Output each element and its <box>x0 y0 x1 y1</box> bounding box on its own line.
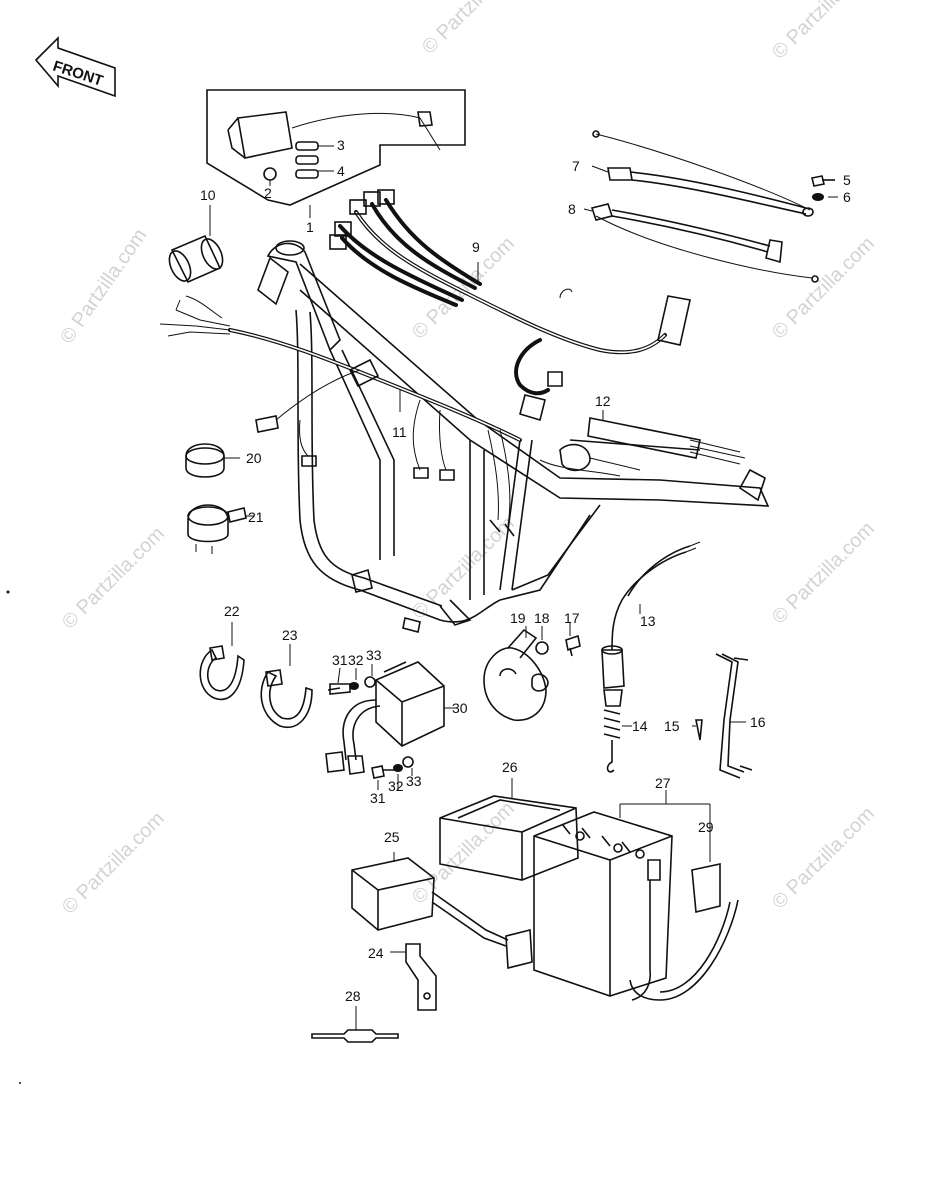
watermark: © Partzilla.com <box>58 523 169 634</box>
bolt-and-washer <box>811 175 838 201</box>
part-label-12: 12 <box>595 393 611 409</box>
part-label-24: 24 <box>368 945 384 961</box>
relay-and-switch <box>185 443 254 554</box>
horn <box>483 622 581 721</box>
part-label-14: 14 <box>632 718 648 734</box>
part-label-1: 1 <box>306 219 314 235</box>
part-label-26: 26 <box>502 759 518 775</box>
part-label-23: 23 <box>282 627 298 643</box>
cap-part <box>168 205 224 284</box>
resistor-block <box>351 852 533 970</box>
part-label-10: 10 <box>200 187 216 203</box>
part-label-20: 20 <box>246 450 262 466</box>
watermark: © Partzilla.com <box>418 0 529 59</box>
watermark: © Partzilla.com <box>56 225 151 348</box>
part-label-27: 27 <box>655 775 671 791</box>
watermark: © Partzilla.com <box>768 518 879 629</box>
clamp-bands <box>199 622 313 729</box>
part-label-16: 16 <box>750 714 766 730</box>
part-label-21: 21 <box>248 509 264 525</box>
mounting-bracket <box>390 943 437 1011</box>
part-label-4: 4 <box>337 163 345 179</box>
part-label-7: 7 <box>572 158 580 174</box>
part-label-3: 3 <box>337 137 345 153</box>
battery <box>533 790 739 1001</box>
part-label-17: 17 <box>564 610 580 626</box>
part-label-28: 28 <box>345 988 361 1004</box>
part-label-25: 25 <box>384 829 400 845</box>
wiring-harness <box>329 189 691 422</box>
part-label-15: 15 <box>664 718 680 734</box>
brake-light-switch <box>601 541 701 773</box>
part-label-33: 33 <box>406 773 422 789</box>
watermark: © Partzilla.com <box>58 808 169 919</box>
main-harness <box>159 295 522 537</box>
watermark-layer: © Partzilla.com © Partzilla.com © Partzi… <box>56 0 879 919</box>
watermark: © Partzilla.com <box>408 233 519 344</box>
part-label-30: 30 <box>452 700 468 716</box>
control-unit <box>325 661 456 790</box>
front-arrow: FRONT <box>34 36 116 98</box>
part-label-31: 31 <box>370 790 386 806</box>
battery-cables <box>583 130 819 283</box>
part-label-19: 19 <box>510 610 526 626</box>
part-labels: 1 2 3 4 5 6 7 8 9 10 11 12 13 14 15 16 1… <box>200 137 851 1004</box>
part-label-31: 31 <box>332 652 348 668</box>
part-label-22: 22 <box>224 603 240 619</box>
part-label-18: 18 <box>534 610 550 626</box>
watermark: © Partzilla.com <box>768 0 879 64</box>
part-label-8: 8 <box>568 201 576 217</box>
watermark: © Partzilla.com <box>408 798 519 909</box>
watermark: © Partzilla.com <box>768 803 879 914</box>
battery-tray <box>439 778 579 881</box>
part-label-32: 32 <box>348 652 364 668</box>
part-label-32: 32 <box>388 778 404 794</box>
part-label-2: 2 <box>264 185 272 201</box>
part-label-6: 6 <box>843 189 851 205</box>
part-label-33: 33 <box>366 647 382 663</box>
fuse <box>311 1006 399 1043</box>
regulator-assembly <box>206 89 466 218</box>
watermark: © Partzilla.com <box>768 233 879 344</box>
part-label-11: 11 <box>392 424 407 440</box>
part-label-9: 9 <box>472 239 480 255</box>
part-label-13: 13 <box>640 613 656 629</box>
connector-block <box>539 410 746 477</box>
part-label-29: 29 <box>698 819 714 835</box>
scan-marks <box>6 590 21 1084</box>
rod-and-pin <box>692 653 753 779</box>
part-label-5: 5 <box>843 172 851 188</box>
